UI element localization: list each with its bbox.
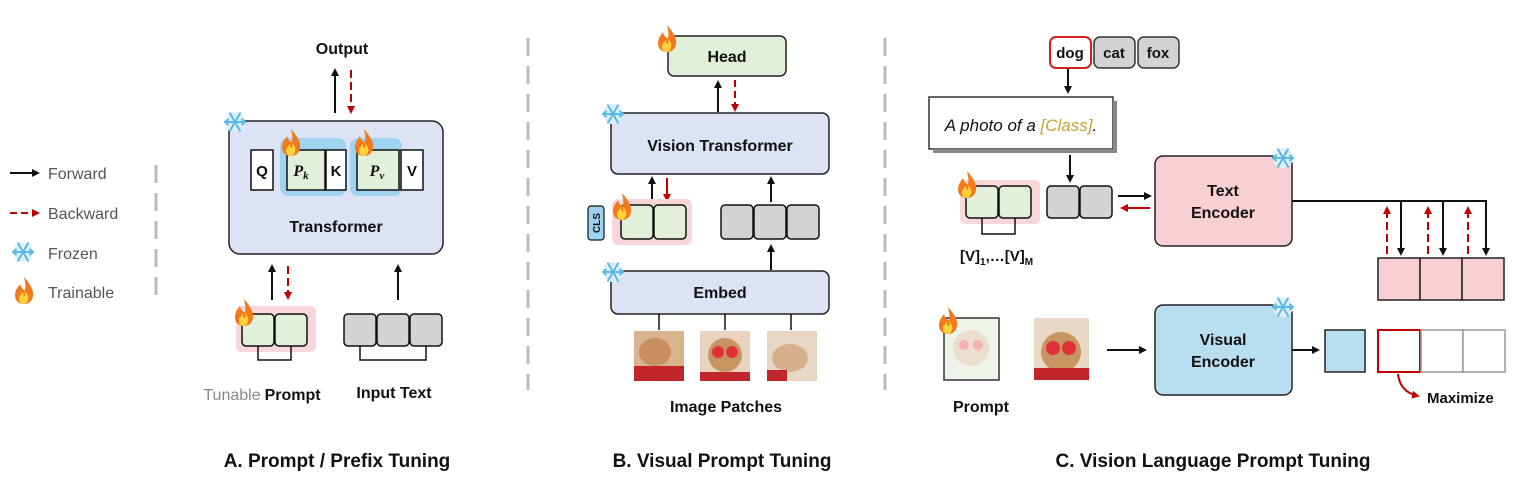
v-label: V <box>407 163 417 180</box>
fire-icon <box>15 277 34 304</box>
vit-snowflake-icon <box>602 103 624 125</box>
v-tokens-label: [V]1,…[V]M <box>960 248 1033 268</box>
caption-a: A. Prompt / Prefix Tuning <box>224 451 451 472</box>
template-box <box>928 96 1114 150</box>
patch-token <box>753 204 787 240</box>
embed-snowflake-icon <box>602 261 624 283</box>
visual-prompt-token <box>653 204 687 240</box>
output-label: Output <box>316 41 369 58</box>
embed-block <box>610 270 830 315</box>
input-bracket <box>359 346 427 361</box>
snowflake-icon <box>12 241 34 263</box>
input-token <box>376 313 410 347</box>
head-label: Head <box>707 49 746 66</box>
cls-label: CLS <box>592 213 603 233</box>
panel-visual-prompt-tuning: Head Vision Transformer CLS Embed <box>587 25 832 472</box>
input-token <box>409 313 443 347</box>
image-patches-label: Image Patches <box>670 399 782 416</box>
similarity-slot <box>1462 329 1506 373</box>
template-text: A photo of a [Class]. <box>944 116 1097 135</box>
class-label: fox <box>1147 45 1170 62</box>
legend-trainable: Trainable <box>48 285 114 302</box>
context-token <box>998 185 1032 219</box>
similarity-slot-max <box>1377 329 1421 373</box>
patch-token <box>786 204 820 240</box>
prompt-bracket <box>257 346 292 361</box>
maximize-label: Maximize <box>1427 390 1494 407</box>
text-encoder-block <box>1154 155 1293 247</box>
legend-forward: Forward <box>48 166 107 183</box>
legend-backward: Backward <box>48 206 118 223</box>
embed-label: Embed <box>693 285 746 302</box>
visual-feature <box>1324 329 1366 373</box>
caption-b: B. Visual Prompt Tuning <box>613 451 832 472</box>
class-token-cat <box>1093 36 1136 69</box>
pv-box <box>356 149 400 191</box>
text-encoder-label: Text <box>1207 183 1239 200</box>
visual-prompt-label: Prompt <box>953 399 1010 416</box>
text-feature <box>1461 257 1505 301</box>
pk-label: Pk <box>292 163 309 182</box>
text-encoder-label: Encoder <box>1191 205 1255 222</box>
vision-transformer-label: Vision Transformer <box>647 138 793 155</box>
class-embedding-token <box>1079 185 1113 219</box>
vision-transformer-block <box>610 112 830 175</box>
visual-prompt-fire-icon <box>613 193 632 220</box>
panel-vision-language-prompt-tuning: dog cat fox A photo of a [Class]. [V]1,…… <box>928 36 1506 472</box>
head-block <box>667 35 787 77</box>
legend: Forward Backward Frozen Trainable <box>10 165 158 304</box>
class-label: dog <box>1056 45 1084 62</box>
class-token-fox <box>1137 36 1180 69</box>
context-fire-icon <box>958 171 977 198</box>
prompt-fire-icon <box>235 299 254 326</box>
text-encoder-snowflake-icon <box>1272 147 1294 169</box>
legend-frozen: Frozen <box>48 246 98 263</box>
image-patch <box>767 331 817 381</box>
template-shadow <box>1113 101 1117 153</box>
template-shadow <box>933 149 1117 153</box>
visual-encoder-snowflake-icon <box>1272 296 1294 318</box>
cls-token <box>587 205 605 241</box>
patch-token <box>720 204 754 240</box>
visual-encoder-block <box>1154 304 1293 396</box>
panel-prompt-prefix-tuning: Output Q Pk K Pv V Transformer Tunable <box>203 41 450 472</box>
k-label: K <box>331 163 342 180</box>
class-embedding-token <box>1046 185 1080 219</box>
caption-c: C. Vision Language Prompt Tuning <box>1056 451 1371 472</box>
pk-box <box>286 149 326 191</box>
visual-encoder-label: Visual <box>1200 332 1247 349</box>
visual-prompt-fire-icon <box>939 307 958 334</box>
q-label: Q <box>256 163 268 180</box>
maximize-arrow <box>1397 373 1420 399</box>
input-token <box>343 313 377 347</box>
input-text-label: Input Text <box>356 385 432 402</box>
image-patch <box>634 331 684 381</box>
text-feature-arrow <box>1292 200 1490 256</box>
prompt-token <box>274 313 308 347</box>
image-patch <box>700 331 750 381</box>
text-feature <box>1419 257 1463 301</box>
similarity-slot <box>1420 329 1464 373</box>
visual-encoder-label: Encoder <box>1191 354 1255 371</box>
v-box <box>400 149 424 191</box>
q-box <box>250 149 274 191</box>
transformer-label: Transformer <box>289 219 382 236</box>
head-fire-icon <box>658 25 677 52</box>
transformer-snowflake-icon <box>224 111 246 133</box>
class-token-dog <box>1049 36 1092 69</box>
context-bracket <box>981 218 1016 235</box>
pv-label: Pv <box>369 163 385 182</box>
text-feature <box>1377 257 1421 301</box>
class-label: cat <box>1103 45 1125 62</box>
k-box <box>325 149 347 191</box>
dog-image <box>1034 318 1089 380</box>
